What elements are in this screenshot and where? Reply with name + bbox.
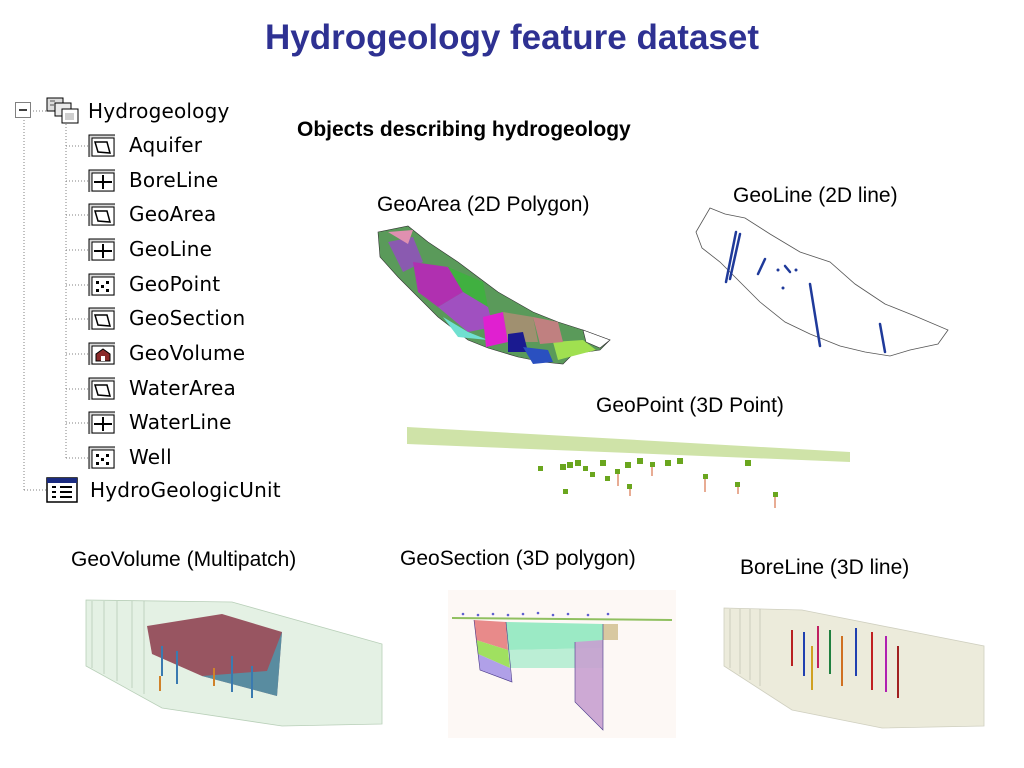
line-feature-icon xyxy=(88,411,115,434)
caption-geoarea: GeoArea (2D Polygon) xyxy=(377,193,590,216)
multipatch-feature-icon xyxy=(88,342,115,365)
tree-node-aquifer[interactable]: Aquifer xyxy=(88,133,202,157)
caption-geoline: GeoLine (2D line) xyxy=(733,184,898,207)
tree-label: GeoPoint xyxy=(129,272,221,296)
polygon-feature-icon xyxy=(88,203,115,226)
tree-label: Hydrogeology xyxy=(88,99,230,123)
tree-label: Well xyxy=(129,445,172,469)
tree-label: Aquifer xyxy=(129,133,203,157)
point-feature-icon xyxy=(88,446,115,469)
caption-boreline: BoreLine (3D line) xyxy=(740,556,910,579)
tree-node-waterarea[interactable]: WaterArea xyxy=(88,376,236,400)
polygon-feature-icon xyxy=(88,307,115,330)
tree-label: GeoVolume xyxy=(129,341,246,365)
polygon-feature-icon xyxy=(88,377,115,400)
tree-label: GeoLine xyxy=(129,237,213,261)
page-title: Hydrogeology feature dataset xyxy=(265,18,759,57)
boreline-3d-view xyxy=(723,607,985,729)
line-feature-icon xyxy=(88,169,115,192)
tree-node-boreline[interactable]: BoreLine xyxy=(88,168,218,192)
feature-dataset-icon xyxy=(46,97,79,124)
subtitle: Objects describing hydrogeology xyxy=(297,118,631,141)
point-feature-icon xyxy=(88,273,115,296)
tree-node-geosection[interactable]: GeoSection xyxy=(88,306,245,330)
tree-label: HydroGeologicUnit xyxy=(90,478,281,502)
tree-node-hydrogeology[interactable]: Hydrogeology xyxy=(46,97,230,125)
geoline-map xyxy=(695,207,949,357)
caption-geosection: GeoSection (3D polygon) xyxy=(400,547,636,570)
tree-node-geopoint[interactable]: GeoPoint xyxy=(88,272,220,296)
tree-connector-lines xyxy=(23,110,88,491)
polygon-feature-icon xyxy=(88,134,115,157)
line-feature-icon xyxy=(88,238,115,261)
tree-label: WaterLine xyxy=(129,410,232,434)
geovolume-multipatch-view xyxy=(85,599,383,727)
geosection-3d-view xyxy=(448,590,676,738)
caption-geovolume: GeoVolume (Multipatch) xyxy=(71,548,297,571)
tree-node-geoline[interactable]: GeoLine xyxy=(88,237,212,261)
tree-label: WaterArea xyxy=(129,376,236,400)
tree-node-geovolume[interactable]: GeoVolume xyxy=(88,341,245,365)
tree-label: BoreLine xyxy=(129,168,219,192)
tree-label: GeoSection xyxy=(129,306,246,330)
table-icon xyxy=(46,477,78,503)
tree-node-geoarea[interactable]: GeoArea xyxy=(88,202,216,226)
tree-node-waterline[interactable]: WaterLine xyxy=(88,410,232,434)
tree-node-hydrogeologicunit[interactable]: HydroGeologicUnit xyxy=(46,477,281,503)
caption-geopoint: GeoPoint (3D Point) xyxy=(596,394,784,417)
collapse-minus-icon[interactable] xyxy=(15,102,32,119)
tree-node-well[interactable]: Well xyxy=(88,445,172,469)
geopoint-3d-view xyxy=(407,427,850,508)
geoarea-polygon-map xyxy=(377,225,611,365)
tree-label: GeoArea xyxy=(129,202,217,226)
